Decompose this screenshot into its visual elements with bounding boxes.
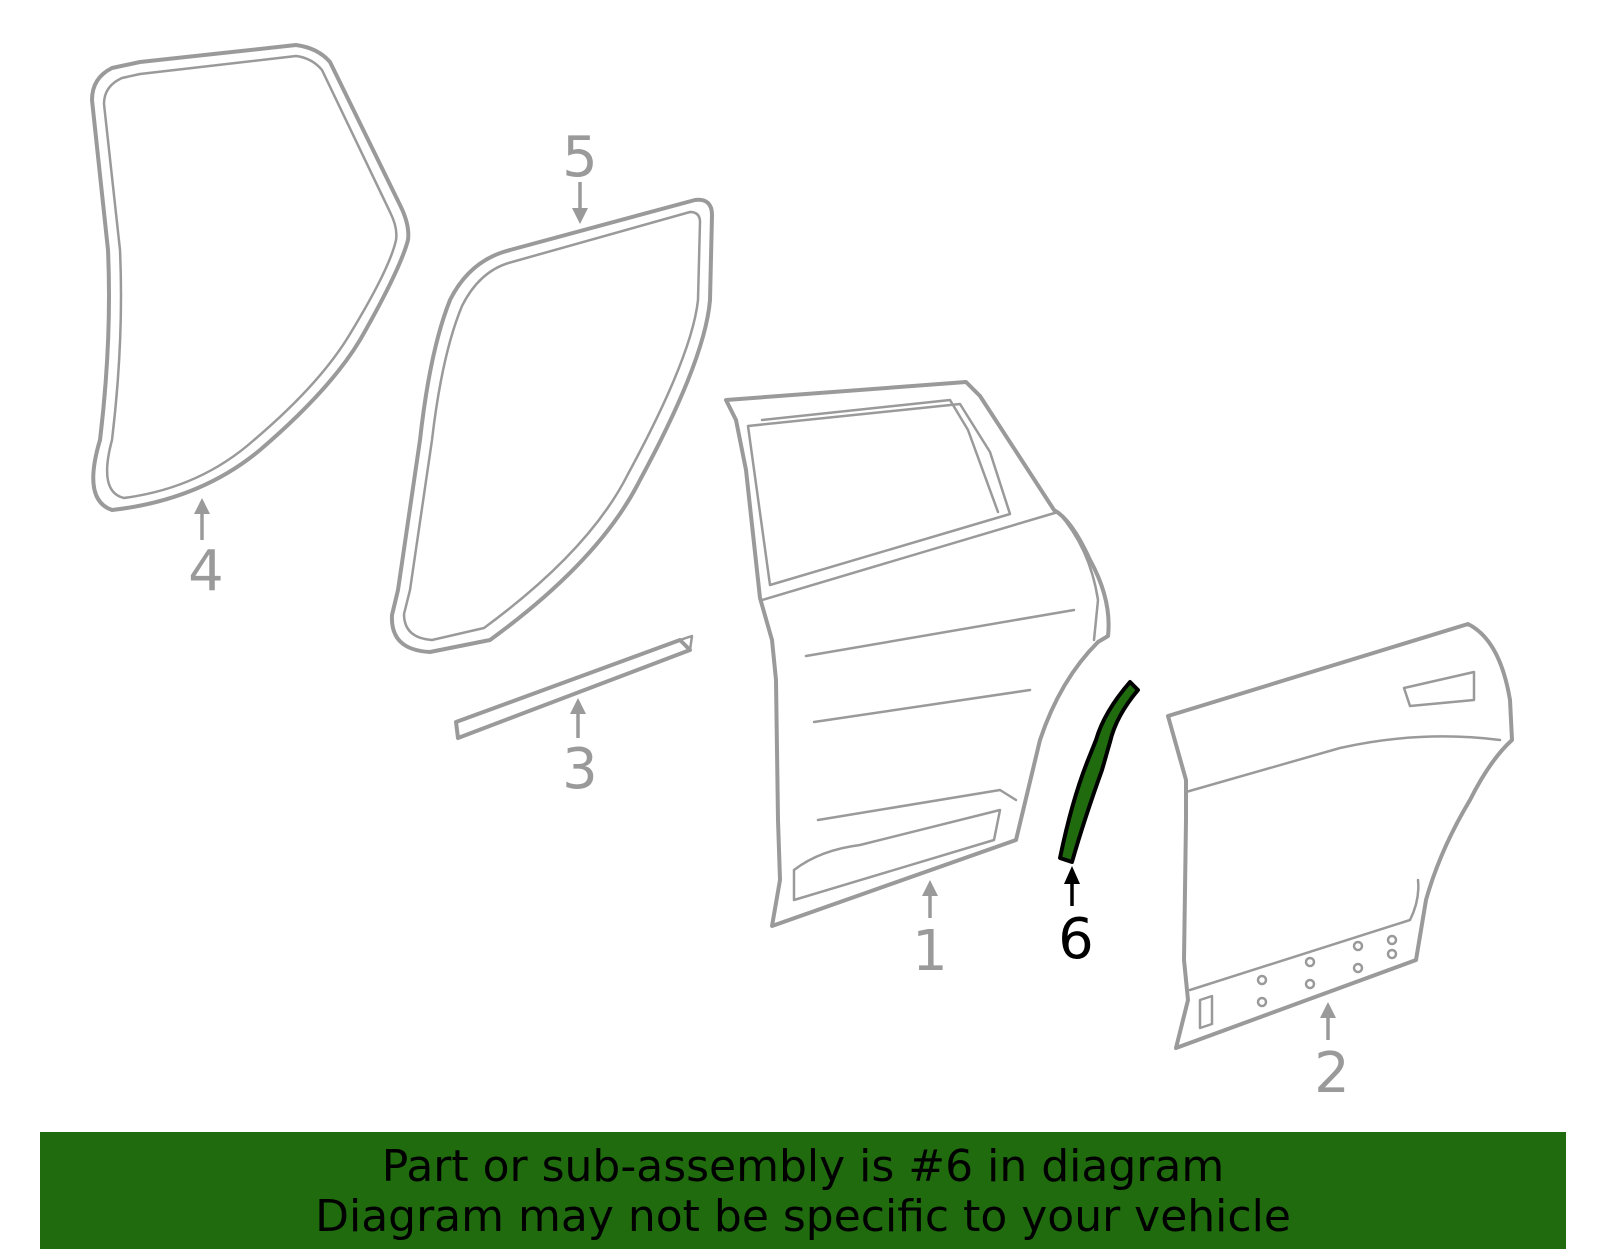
- callout-1-label: 1: [912, 919, 948, 984]
- part-3-belt-molding[interactable]: [454, 634, 694, 740]
- callout-5-label: 5: [562, 125, 598, 190]
- callout-6-label: 6: [1058, 907, 1094, 972]
- banner-line-2: Diagram may not be specific to your vehi…: [315, 1191, 1291, 1242]
- callout-2-label: 2: [1314, 1041, 1350, 1106]
- callout-arrows: [194, 182, 1336, 1040]
- info-banner: Part or sub-assembly is #6 in diagram Di…: [40, 1132, 1566, 1249]
- part-5-door-weatherstrip[interactable]: [389, 197, 714, 654]
- part-2-outer-panel[interactable]: [1166, 622, 1514, 1050]
- part-1-door-shell[interactable]: [724, 380, 1111, 928]
- callout-3-label: 3: [562, 737, 598, 802]
- banner-line-1: Part or sub-assembly is #6 in diagram: [381, 1141, 1225, 1192]
- part-6-applique-strip[interactable]: [1058, 680, 1140, 864]
- part-4-body-weatherstrip[interactable]: [90, 43, 411, 512]
- callout-4-label: 4: [188, 539, 224, 604]
